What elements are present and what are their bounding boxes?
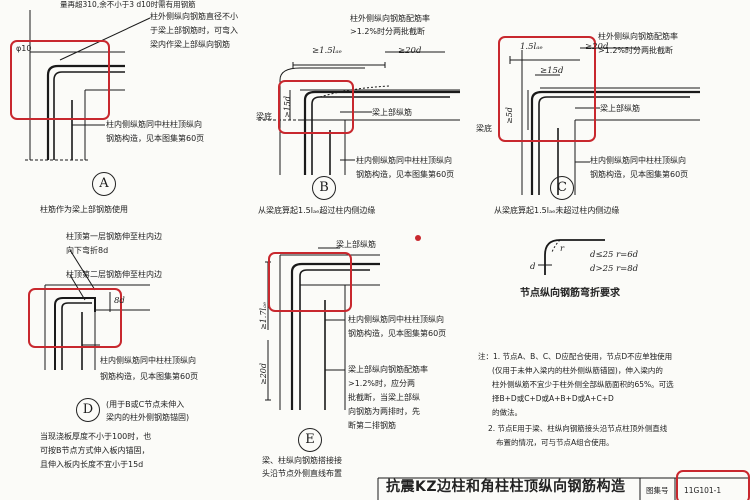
notes-line-4: 择B+D或C+D或A+B+D或A+C+D (492, 394, 614, 403)
d-note-3: 柱顶第二层钢筋伸至柱内边 (66, 270, 162, 279)
e-note-6: 向钢筋为两排时，先 (348, 407, 420, 416)
red-dot-marker (415, 235, 421, 241)
e-note-1: 柱内侧纵筋同中柱柱顶纵向 (348, 315, 444, 324)
a-note-4: 柱内侧纵筋同中柱柱顶纵向 (106, 120, 202, 129)
e-dim-2: ≥20d (259, 362, 268, 385)
c-beam-depth: 梁底 (476, 124, 492, 133)
sheet-title: 抗震KZ边柱和角柱柱顶纵向钢筋构造 (386, 479, 626, 495)
detail-a-marker: A (92, 172, 116, 196)
a-note-2: 于梁上部钢筋时，可弯入 (150, 26, 238, 35)
c-note-4: 钢筋构造，见本图集第60页 (590, 170, 689, 179)
notes-line-2: (仅用于未伸入梁内的柱外侧纵筋锚固)，伸入梁内的 (492, 366, 663, 375)
a-note-3: 梁内作梁上部纵向钢筋 (150, 40, 230, 49)
detail-c-marker: C (550, 176, 574, 200)
d-note-9: 可按B节点方式伸入板内锚固， (40, 446, 150, 455)
atlas-label: 图集号 (646, 486, 669, 495)
title-block-frame (377, 477, 750, 500)
c-dim-4: ≥5d (505, 107, 514, 124)
notes-line-6: 2. 节点E用于梁、柱纵向钢筋接头沿节点柱顶外侧直线 (488, 424, 668, 433)
detail-b-marker: B (312, 176, 336, 200)
d-note-1: 柱顶第一层钢筋伸至柱内边 (66, 232, 162, 241)
highlight-box-atlas (676, 470, 750, 500)
c-note-1: 柱外侧纵向钢筋配筋率 (598, 32, 678, 41)
e-note-2: 钢筋构造，见本图集第60页 (348, 329, 447, 338)
bend-r-label: r (560, 244, 565, 254)
b-note-4: 钢筋构造，见本图集第60页 (356, 170, 455, 179)
b-note-3: 柱内侧纵筋同中柱柱顶纵向 (356, 156, 452, 165)
detail-d-marker: D (76, 398, 100, 422)
c-note-2: >1.2%时分两批截断 (598, 46, 674, 55)
d-note-10: 且伸入板内长度不宜小于15d (40, 460, 144, 469)
c-dim-1: 1.5lₐₑ (520, 42, 543, 52)
d-note-6: (用于B或C节点未伸入 (106, 400, 185, 409)
detail-e-marker: E (298, 428, 322, 452)
highlight-box-d (28, 288, 122, 348)
bend-d-label: d (530, 262, 536, 272)
highlight-box-e (268, 252, 352, 312)
d-note-2: 向下弯折8d (66, 246, 109, 255)
a-note-5: 钢筋构造，见本图集第60页 (106, 134, 205, 143)
c-dim-3: ≥15d (540, 66, 564, 76)
notes-line-5: 的做法。 (492, 408, 522, 417)
e-note-9: 头沿节点外侧直线布置 (262, 469, 342, 478)
c-beam-rebar: 梁上部纵筋 (600, 104, 640, 113)
a-note-1: 柱外侧纵向钢筋直径不小 (150, 12, 238, 21)
e-dim-1: ≥1.7lₐₑ (259, 301, 268, 330)
highlight-box-b (278, 80, 354, 134)
e-note-3: 梁上部纵向钢筋配筋率 (348, 365, 428, 374)
c-caption: 从梁底算起1.5lₐₑ未超过柱内侧边缘 (494, 206, 620, 215)
b-dim-2: ≥20d (398, 46, 422, 56)
a-phi-label: φ10 (16, 44, 32, 53)
bend-line-1: d≤25 r=6d (590, 250, 639, 260)
detail-c-drawing (509, 47, 700, 195)
e-beam-rebar: 梁上部纵筋 (336, 240, 376, 249)
notes-line-7: 布置的情况，可与节点A组合使用。 (496, 438, 614, 447)
detail-d-drawing (44, 249, 150, 370)
b-caption: 从梁底算起1.5lₐₑ超过柱内侧边缘 (258, 206, 376, 215)
d-dim: 8d (114, 296, 125, 306)
atlas-number: 11G101-1 (684, 486, 722, 495)
b-beam-rebar: 梁上部纵筋 (372, 108, 412, 117)
top-note: 量再超310,余不小于3 d10时需有用钢筋 (60, 0, 196, 9)
e-note-4: >1.2%时，应分两 (348, 379, 416, 388)
d-note-4: 柱内侧纵筋同中柱柱顶纵向 (100, 356, 196, 365)
b-note-2: >1.2%时分两批截断 (350, 27, 426, 36)
d-note-5: 钢筋构造，见本图集第60页 (100, 372, 199, 381)
detail-a-drawing (25, 10, 151, 161)
c-dim-2: ≥20d (585, 42, 609, 52)
e-note-8: 梁、柱纵向钢筋搭接接 (262, 456, 342, 465)
highlight-box-a (10, 40, 110, 120)
a-caption: 柱筋作为梁上部钢筋使用 (40, 205, 128, 214)
b-dim-3: ≥15d (283, 95, 292, 118)
notes-line-3: 柱外侧纵筋不宜少于柱外侧全部纵筋面积的65%。可选 (492, 380, 674, 389)
e-note-7: 断第二排钢筋 (348, 421, 396, 430)
b-note-1: 柱外侧纵向钢筋配筋率 (350, 14, 430, 23)
bend-title: 节点纵向钢筋弯折要求 (520, 288, 620, 299)
d-note-7: 梁内的柱外侧钢筋锚固) (106, 413, 190, 422)
b-dim-1: ≥1.5lₐₑ (312, 46, 342, 56)
c-note-3: 柱内侧纵筋同中柱柱顶纵向 (590, 156, 686, 165)
b-beam-depth: 梁底 (256, 112, 272, 121)
e-note-5: 批截断，当梁上部纵 (348, 393, 420, 402)
highlight-box-c (498, 36, 596, 142)
bend-line-2: d>25 r=8d (590, 264, 639, 274)
notes-line-1: 注：1. 节点A、B、C、D应配合使用，节点D不应单独使用 (478, 352, 673, 361)
bend-requirement-drawing (538, 239, 605, 275)
d-note-8: 当现浇板厚度不小于100时，也 (40, 432, 152, 441)
